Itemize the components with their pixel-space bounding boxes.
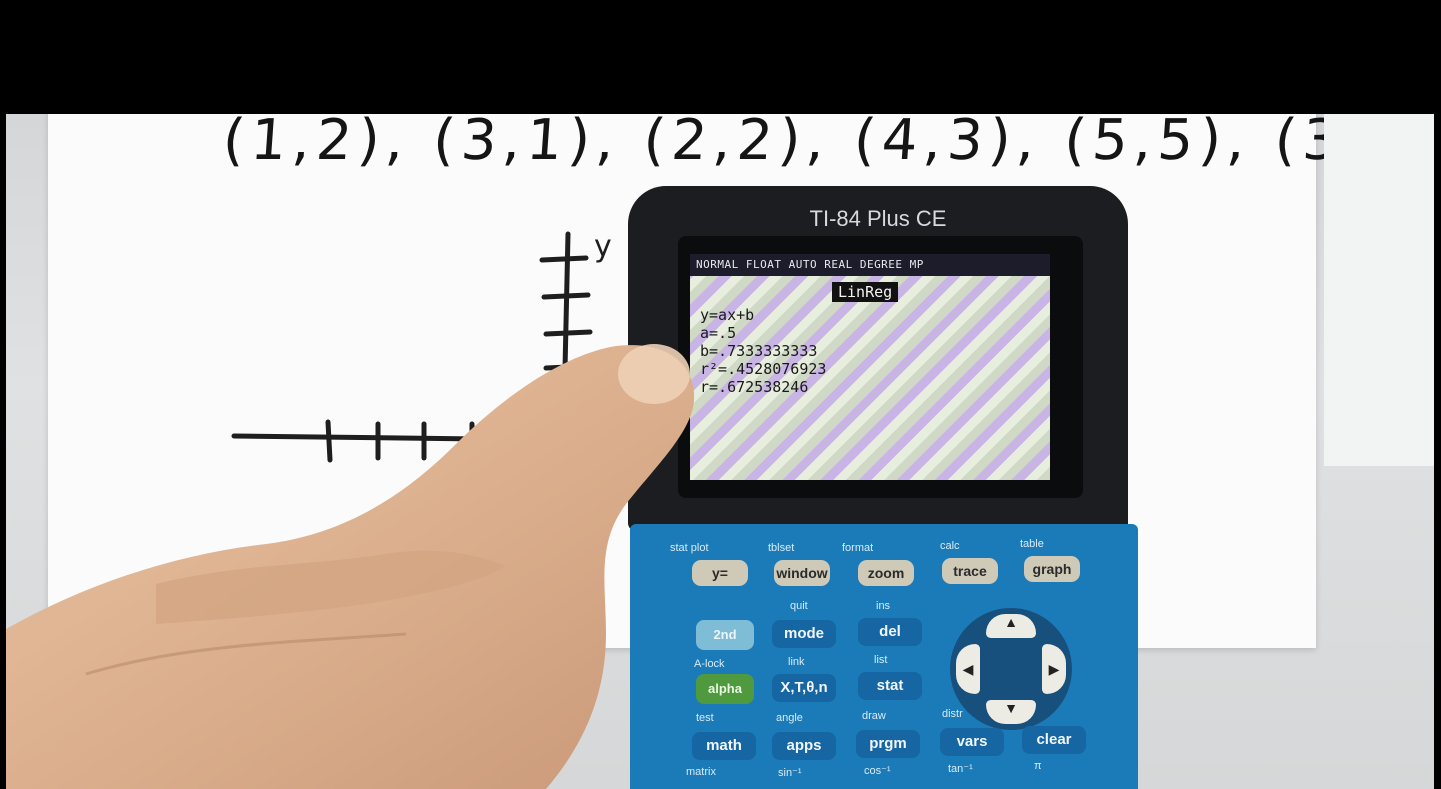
fn-label: stat plot (670, 542, 709, 554)
key-apps[interactable]: apps (772, 732, 836, 760)
fn-label: cos⁻¹ (864, 765, 891, 777)
screen-title: LinReg (832, 282, 899, 302)
fn-label: sin⁻¹ (778, 767, 802, 779)
screen-line: y=ax+b (700, 306, 755, 324)
key-zoom[interactable]: zoom (858, 560, 914, 586)
fn-label: list (874, 654, 888, 666)
fn-label: angle (776, 712, 803, 724)
fn-label: A-lock (694, 658, 725, 670)
axis-y-label: y (594, 229, 612, 264)
fn-label: π (1034, 760, 1042, 772)
key-graph[interactable]: graph (1024, 556, 1080, 582)
arrow-down-icon[interactable]: ▼ (986, 700, 1036, 724)
fn-label: ins (876, 600, 891, 612)
key-y-equals[interactable]: y= (692, 560, 748, 586)
calculator-brand: TI-84 Plus CE (809, 206, 947, 231)
fn-label: tblset (768, 542, 795, 554)
fn-label: test (696, 712, 714, 724)
key-mode[interactable]: mode (772, 620, 836, 648)
direction-pad[interactable]: ▲ ▼ ◀ ▶ (950, 608, 1072, 730)
key-math[interactable]: math (692, 732, 756, 760)
arrow-up-icon[interactable]: ▲ (986, 614, 1036, 638)
video-frame: (1,2), (3,1), (2,2), (4,3), (5,5), (3,4) (6, 0, 1434, 789)
fn-label: tan⁻¹ (948, 763, 973, 775)
key-del[interactable]: del (858, 618, 922, 646)
photo-scene: (1,2), (3,1), (2,2), (4,3), (5,5), (3,4) (6, 114, 1434, 789)
key-stat[interactable]: stat (858, 672, 922, 700)
letterbox-bar (6, 0, 1434, 114)
key-trace[interactable]: trace (942, 558, 998, 584)
key-vars[interactable]: vars (940, 728, 1004, 756)
arrow-right-icon[interactable]: ▶ (1042, 644, 1066, 694)
calculator-faceplate: TI-84 Plus CE NORMAL FLOAT AUTO REAL DEG… (628, 186, 1128, 531)
screen-line: r=.672538246 (700, 378, 809, 396)
fn-label: quit (790, 600, 808, 612)
fn-label: draw (862, 710, 886, 722)
fn-label: calc (940, 540, 960, 552)
status-bar: NORMAL FLOAT AUTO REAL DEGREE MP (690, 254, 1050, 276)
key-window[interactable]: window (774, 560, 830, 586)
screen-line: a=.5 (700, 324, 737, 342)
key-alpha[interactable]: alpha (696, 674, 754, 704)
fn-label: format (842, 542, 874, 554)
calculator-screen: NORMAL FLOAT AUTO REAL DEGREE MP LinReg … (690, 254, 1050, 480)
background-paper (1324, 114, 1434, 466)
fn-label: table (1020, 538, 1044, 550)
key-prgm[interactable]: prgm (856, 730, 920, 758)
key-2nd[interactable]: 2nd (696, 620, 754, 650)
fn-label: link (788, 656, 805, 668)
fn-label: distr (942, 708, 963, 720)
key-clear[interactable]: clear (1022, 726, 1086, 754)
screen-line: b=.7333333333 (700, 342, 818, 360)
screen-line: r²=.4528076923 (700, 360, 827, 378)
pointing-hand (6, 344, 695, 789)
fn-label: matrix (686, 766, 716, 778)
key-xt-theta-n[interactable]: X,T,θ,n (772, 674, 836, 702)
arrow-left-icon[interactable]: ◀ (956, 644, 980, 694)
